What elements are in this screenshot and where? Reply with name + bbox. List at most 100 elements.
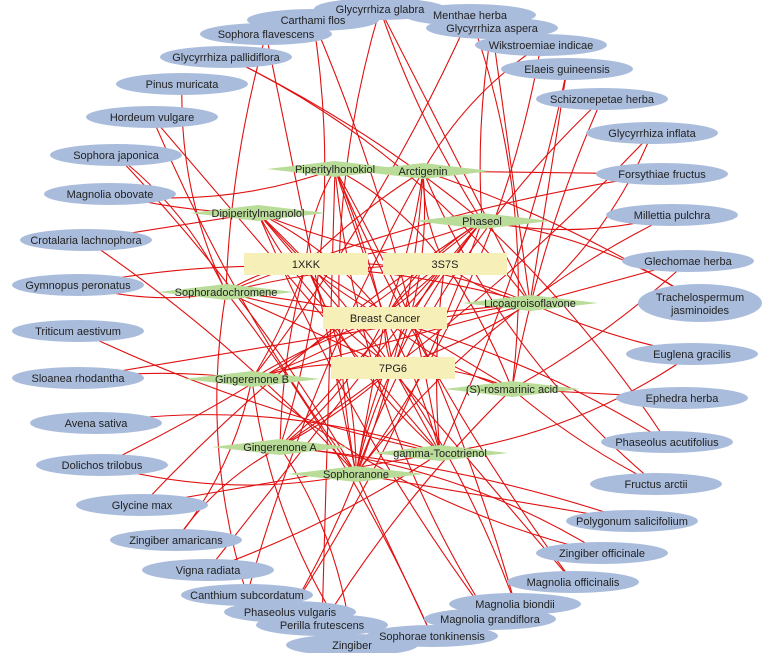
herb-node[interactable]	[12, 367, 144, 389]
node-label: Glycyrrhiza pallidiflora	[172, 52, 280, 64]
herb-node[interactable]	[44, 183, 176, 205]
herb-node[interactable]	[590, 473, 722, 495]
node-label: Sophorae tonkinensis	[379, 631, 485, 643]
herb-node[interactable]	[626, 343, 758, 365]
herb-node[interactable]	[12, 320, 144, 342]
network-edge	[384, 317, 441, 454]
disease-node[interactable]	[323, 307, 447, 329]
network-edge	[439, 353, 693, 454]
node-layer	[12, 0, 762, 653]
network-edge	[321, 168, 336, 626]
network-edge	[251, 14, 471, 380]
herb-node[interactable]	[12, 274, 144, 296]
node-label: Phaseol	[462, 216, 502, 228]
herb-node[interactable]	[586, 122, 718, 144]
node-label: Gingerenone B	[215, 374, 289, 386]
herb-node[interactable]	[536, 88, 668, 110]
network-edge	[334, 168, 516, 605]
network-edge	[279, 132, 653, 448]
node-label: Gingerenone A	[243, 442, 317, 454]
network-edge	[225, 56, 483, 222]
compound-node[interactable]	[184, 371, 320, 387]
node-label: Sophoradochromene	[175, 287, 278, 299]
node-label: Licoagroisoflavone	[484, 298, 576, 310]
herb-node[interactable]	[160, 46, 292, 68]
network-edge	[355, 317, 386, 475]
node-label: Euglena gracilis	[653, 349, 731, 361]
compound-node[interactable]	[444, 381, 580, 397]
network-edge	[334, 168, 394, 369]
herb-node[interactable]	[566, 510, 698, 532]
herb-node[interactable]	[501, 58, 633, 80]
node-label: Piperitylhonokiol	[295, 164, 375, 176]
node-label: Forsythiae fructus	[618, 169, 706, 181]
network-edge	[85, 239, 357, 475]
herb-node[interactable]	[286, 634, 418, 653]
network-edge	[491, 27, 531, 304]
herb-node[interactable]	[110, 529, 242, 551]
node-label: Vigna radiata	[176, 565, 242, 577]
network-edge	[439, 68, 568, 454]
compound-node[interactable]	[372, 445, 508, 461]
compound-node[interactable]	[267, 161, 403, 177]
herb-node[interactable]	[116, 73, 248, 95]
herb-node[interactable]	[30, 412, 162, 434]
network-edge	[251, 263, 446, 380]
herb-node[interactable]	[596, 163, 728, 185]
herb-node[interactable]	[20, 229, 152, 251]
target-node[interactable]	[383, 253, 507, 275]
network-edge	[207, 452, 441, 571]
network-edge	[355, 214, 673, 475]
herb-node[interactable]	[622, 250, 754, 272]
compound-node[interactable]	[355, 163, 491, 179]
network-edge	[379, 8, 483, 222]
network-edge	[251, 263, 307, 380]
node-label: Phaseolus acutifolius	[615, 437, 719, 449]
compound-node[interactable]	[462, 295, 598, 311]
herb-node[interactable]	[507, 571, 639, 593]
node-label: Glycyrrhiza aspera	[446, 23, 539, 35]
herb-node[interactable]	[606, 204, 738, 226]
herb-node[interactable]	[86, 106, 218, 128]
compound-node[interactable]	[158, 284, 294, 300]
compound-node[interactable]	[212, 439, 348, 455]
compound-node[interactable]	[190, 205, 326, 221]
network-edge	[251, 378, 603, 554]
node-label: Breast Cancer	[350, 313, 421, 325]
node-label: gamma-Tocotrienol	[393, 448, 487, 460]
node-label: Hordeum vulgare	[110, 112, 194, 124]
compound-node[interactable]	[414, 213, 550, 229]
network-edge	[384, 170, 424, 319]
herb-node[interactable]	[142, 559, 274, 581]
herb-node[interactable]	[638, 284, 762, 322]
herb-node[interactable]	[181, 584, 313, 606]
node-label: 1XKK	[292, 259, 321, 271]
herb-node[interactable]	[76, 494, 208, 516]
herb-node[interactable]	[616, 387, 748, 409]
herb-node[interactable]	[426, 17, 558, 39]
network-edge	[379, 8, 531, 304]
herb-node[interactable]	[50, 144, 182, 166]
node-label: Pinus muricata	[146, 79, 220, 91]
herb-node[interactable]	[200, 23, 332, 45]
node-label: 7PG6	[379, 363, 407, 375]
node-label: Zingiber amaricans	[129, 535, 223, 547]
network-edge	[279, 317, 386, 448]
herb-node[interactable]	[424, 608, 556, 630]
node-label: Magnolia officinalis	[527, 577, 620, 589]
target-node[interactable]	[244, 253, 368, 275]
network-edge	[444, 263, 513, 390]
network-edge	[305, 170, 424, 265]
herb-node[interactable]	[475, 34, 607, 56]
compound-node[interactable]	[288, 466, 424, 482]
node-label: Sophora flavescens	[218, 29, 315, 41]
herb-node[interactable]	[601, 431, 733, 453]
target-node[interactable]	[331, 357, 455, 379]
network-edge	[279, 263, 307, 448]
network-edge	[355, 98, 603, 475]
herb-node[interactable]	[36, 454, 168, 476]
node-label: Schizonepetae herba	[550, 94, 655, 106]
herb-node[interactable]	[224, 601, 356, 623]
network-edge	[216, 291, 248, 596]
herb-node[interactable]	[536, 542, 668, 564]
